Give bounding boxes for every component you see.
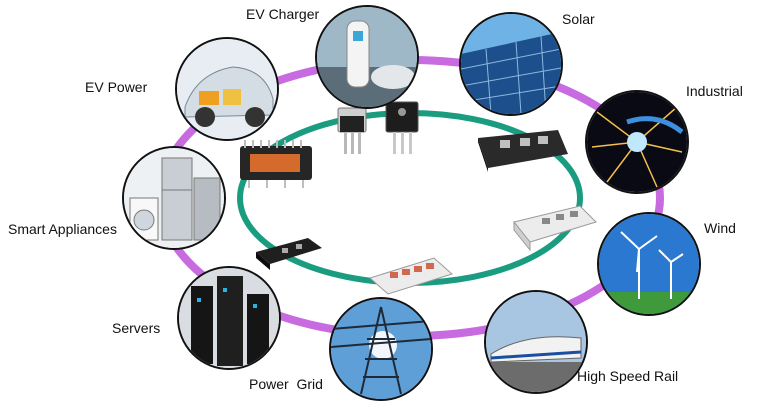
label-ev-charger: EV Charger <box>246 6 320 22</box>
ceramic-module-bottom <box>369 257 453 295</box>
label-power-grid: Power Grid <box>249 376 323 392</box>
wind-image <box>597 212 701 316</box>
ipm-module-left <box>240 140 312 188</box>
power-module-bottom-left <box>256 238 322 270</box>
ev-charger-image <box>315 5 419 109</box>
high-speed-rail-image <box>484 290 588 394</box>
label-wind: Wind <box>704 220 736 236</box>
power-grid-image <box>329 297 433 401</box>
label-solar: Solar <box>562 11 595 27</box>
to247-package-right <box>385 101 419 154</box>
solar-image <box>459 12 563 116</box>
to247-package-left <box>337 107 367 154</box>
ev-power-image <box>175 37 279 141</box>
smart-appliances-image <box>122 146 226 250</box>
label-ev-power: EV Power <box>85 79 148 95</box>
industrial-image <box>585 90 689 194</box>
label-servers: Servers <box>112 320 161 336</box>
label-smart-appliances: Smart Appliances <box>8 221 117 237</box>
igbt-module-right <box>513 205 597 252</box>
servers-image <box>177 266 281 370</box>
igbt-module-top-right <box>478 130 568 172</box>
label-industrial: Industrial <box>686 83 743 99</box>
label-high-speed-rail: High Speed Rail <box>577 368 679 384</box>
